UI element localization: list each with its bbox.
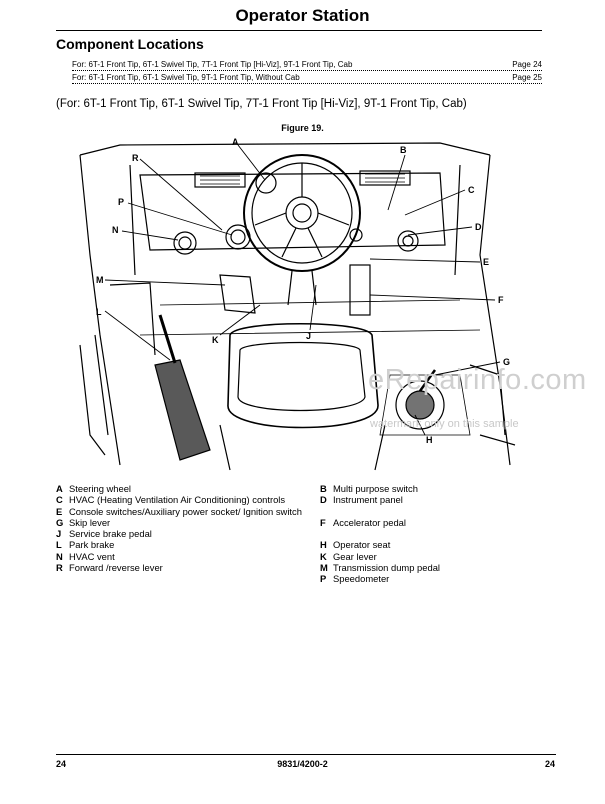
legend-text: Accelerator pedal: [333, 516, 406, 528]
footer-page-left: 24: [56, 759, 67, 769]
toc-link-label: For: 6T-1 Front Tip, 6T-1 Swivel Tip, 9T…: [72, 73, 303, 82]
legend-text: Transmission dump pedal: [333, 562, 440, 574]
legend-key: F: [320, 516, 326, 528]
figure-callouts: A B C D E F G H J K L M N P R: [96, 137, 510, 445]
callout-k: K: [212, 335, 219, 345]
legend-text: Operator seat: [333, 539, 391, 551]
footer-doc-number: 9831/4200-2: [277, 759, 328, 769]
toc-link-label: For: 6T-1 Front Tip, 6T-1 Swivel Tip, 7T…: [72, 60, 356, 69]
legend-key: J: [56, 528, 62, 540]
legend-item: J Service brake pedal: [56, 528, 306, 539]
legend-item: P Speedometer: [320, 573, 550, 584]
legend-text: Console switches/Auxiliary power socket/…: [69, 505, 302, 517]
callout-g: G: [503, 357, 510, 367]
legend-item: D Instrument panel: [320, 494, 550, 505]
legend-left: A Steering wheel C HVAC (Heating Ventilati…: [56, 483, 306, 573]
callout-r: R: [132, 153, 139, 163]
callout-d: D: [475, 222, 482, 232]
legend-item: L Park brake: [56, 539, 306, 550]
legend-key: N: [56, 550, 63, 562]
watermark-note: watermark only on this sample: [370, 418, 519, 430]
section-title: Component Locations: [56, 36, 204, 52]
legend-text: HVAC vent: [69, 550, 115, 562]
legend-item: M Transmission dump pedal: [320, 562, 550, 573]
callout-h: H: [426, 435, 433, 445]
callout-p: P: [118, 197, 124, 207]
legend-key: E: [56, 505, 63, 517]
legend-key: C: [56, 494, 63, 506]
legend-item: B Multi purpose switch: [320, 483, 550, 494]
figure-title: Figure 19.: [281, 123, 324, 133]
legend-text: Multi purpose switch: [333, 483, 418, 494]
callout-a: A: [232, 137, 239, 147]
legend-text: Skip lever: [69, 516, 111, 528]
legend-key: D: [320, 494, 327, 506]
legend-text: Park brake: [69, 539, 115, 551]
variant-heading: (For: 6T-1 Front Tip, 6T-1 Swivel Tip, 7…: [56, 98, 467, 110]
page-title: Operator Station: [235, 6, 370, 25]
line-art: [79, 142, 516, 471]
legend-item: A Steering wheel: [56, 483, 306, 494]
leader-lines: [104, 144, 501, 436]
legend-text: Forward /reverse lever: [69, 562, 163, 574]
legend-item: H Operator seat: [320, 539, 550, 550]
toc-link-page: Page 25: [509, 73, 542, 83]
legend-text: Gear lever: [333, 550, 377, 562]
callout-e: E: [483, 257, 489, 267]
legend-item: E Console switches/Auxiliary power socket…: [56, 506, 306, 517]
toc-link-page: Page 24: [509, 60, 542, 70]
legend-key: G: [56, 516, 64, 528]
toc-link-cab[interactable]: For: 6T-1 Front Tip, 6T-1 Swivel Tip, 7T…: [72, 60, 542, 71]
legend-key: A: [56, 483, 63, 494]
legend-key: K: [320, 550, 327, 562]
legend-item: G Skip lever: [56, 517, 306, 528]
legend-key: H: [320, 539, 327, 551]
legend-text: HVAC (Heating Ventilation Air Conditioni…: [69, 494, 286, 506]
legend-item: C HVAC (Heating Ventilation Air Condition…: [56, 494, 306, 505]
watermark-brand: eRepairinfo.com: [368, 364, 587, 396]
legend-text: Steering wheel: [69, 483, 132, 494]
toc-link-without-cab[interactable]: For: 6T-1 Front Tip, 6T-1 Swivel Tip, 9T…: [72, 73, 542, 84]
legend-item: K Gear lever: [320, 551, 550, 562]
legend-text: Instrument panel: [333, 494, 403, 506]
legend-item: N HVAC vent: [56, 551, 306, 562]
callout-l: L: [96, 307, 102, 317]
legend-key: L: [56, 539, 62, 551]
callout-c: C: [468, 185, 475, 195]
legend-item: R Forward /reverse lever: [56, 562, 306, 573]
legend-key: R: [56, 562, 63, 574]
callout-f: F: [498, 295, 504, 305]
legend-key: M: [320, 562, 328, 574]
legend-item: F Accelerator pedal: [320, 517, 550, 528]
legend-text: Speedometer: [333, 573, 390, 585]
legend-key: B: [320, 483, 327, 494]
operator-station-illustration: A B C D E F G H J K L M N P R: [79, 137, 516, 471]
legend-key: P: [320, 573, 327, 585]
callout-m: M: [96, 275, 104, 285]
callout-b: B: [400, 145, 407, 155]
callout-j: J: [306, 331, 311, 341]
callout-n: N: [112, 225, 119, 235]
footer-page-right: 24: [544, 759, 555, 769]
legend-text: Service brake pedal: [69, 528, 152, 540]
header-rule: [56, 30, 542, 31]
footer-rule: [56, 754, 556, 755]
